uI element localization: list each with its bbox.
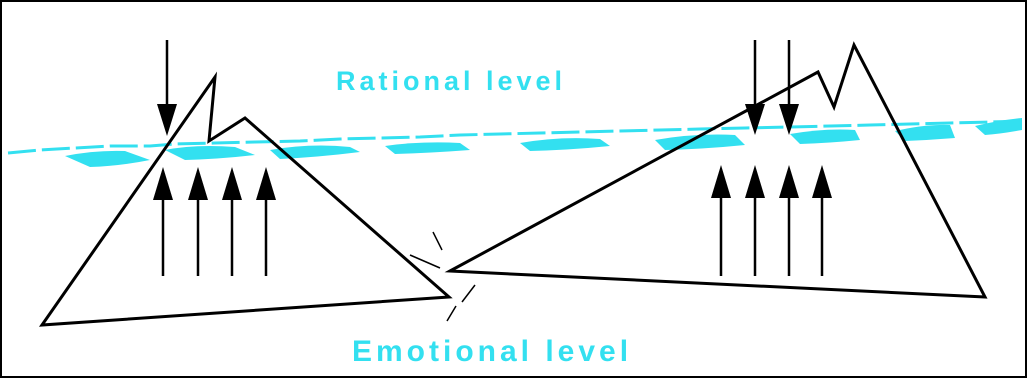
left-down-arrow [157,40,177,136]
rational-level-label: Rational level [336,66,566,96]
left-up-arrows [153,167,276,276]
left-iceberg [38,71,453,327]
emotional-level-label: Emotional level [352,335,632,368]
right-down-arrows [745,40,799,135]
contact-lines [409,231,476,322]
right-up-arrows [711,165,832,276]
water-line [7,118,1027,167]
